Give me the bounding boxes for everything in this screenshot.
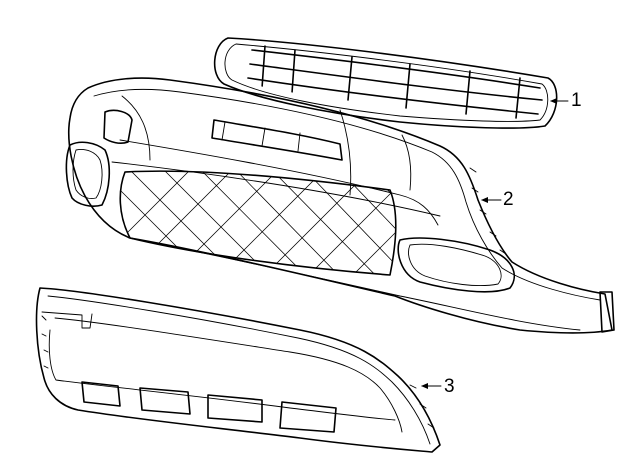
callout-label-1: 1	[571, 90, 582, 111]
leader-line-3	[421, 383, 442, 389]
leader-line-2	[481, 197, 502, 203]
callout-label-2: 2	[503, 189, 514, 210]
upper-grille	[213, 37, 558, 129]
bumper-cover	[65, 77, 615, 334]
callout-label-3: 3	[444, 376, 455, 397]
leader-line-1	[550, 98, 569, 104]
lower-grille	[35, 287, 441, 453]
